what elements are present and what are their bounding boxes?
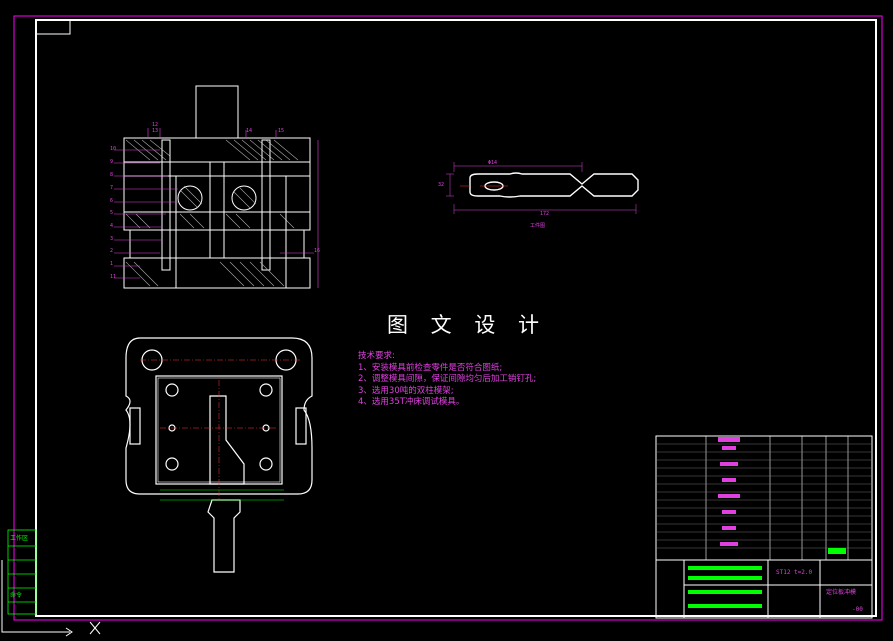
callout-8: 8: [110, 172, 114, 178]
bom-rows: [656, 443, 872, 549]
tech-requirements-title: 技术要求:: [358, 351, 395, 361]
tech-requirement-item: 1、安装模具前检查零件是否符合图纸;: [358, 362, 503, 373]
sidebar-label-command[interactable]: 命令: [10, 592, 23, 599]
outer-frame: [13, 15, 883, 621]
callout-9: 9: [110, 159, 114, 165]
part-caption: 工件图: [530, 223, 546, 229]
ucs-icon: [1, 560, 101, 637]
tech-requirement-item: 2、调整模具间隙，保证间隙均匀后加工销钉孔;: [358, 374, 537, 384]
dim-bottom: 172: [540, 211, 550, 217]
callout-leaders: [114, 128, 319, 288]
callout-12: 12: [152, 122, 159, 128]
callout-14: 14: [246, 128, 253, 134]
material-thickness: ST12 t=2.0: [776, 569, 813, 576]
callout-4: 4: [110, 223, 114, 229]
callout-3: 3: [110, 236, 114, 242]
watermark-text: 图 文 设 计: [387, 313, 548, 337]
callout-15: 15: [278, 128, 285, 134]
callout-13: 13: [152, 128, 159, 134]
left-toolbar: [7, 529, 37, 615]
sidebar-label-workspace[interactable]: 工作区: [10, 535, 29, 542]
part-drawing: [469, 172, 639, 198]
sheet-tab: [36, 20, 71, 35]
callout-2: 2: [110, 248, 114, 254]
tech-requirements: 技术要求: 1、安装模具前检查零件是否符合图纸; 2、调整模具间隙，保证间隙均匀…: [358, 351, 536, 409]
plan-centerlines: [140, 359, 300, 500]
callout-1: 1: [110, 261, 114, 267]
dim-top: Φ14: [488, 160, 498, 166]
callout-7: 7: [110, 185, 114, 191]
bom-magenta-marks: [688, 437, 846, 608]
callout-11: 11: [110, 274, 117, 280]
callout-16: 16: [314, 248, 321, 254]
callout-6: 6: [110, 198, 114, 204]
tech-requirement-item: 3、选用30吨的双柱模架;: [358, 385, 454, 396]
tech-requirement-item: 4、选用35T冲床调试模具。: [358, 397, 465, 407]
callout-5: 5: [110, 210, 114, 216]
section-view: [123, 85, 311, 289]
drawing-name: 定位板冲模: [826, 589, 857, 596]
plan-view: [125, 337, 313, 573]
dim-left: 32: [438, 182, 445, 188]
part-dimensions: [446, 162, 637, 214]
plan-dims: [160, 489, 284, 501]
title-block: [655, 435, 873, 619]
drawing-number: -00: [852, 606, 863, 613]
callout-10: 10: [110, 146, 117, 152]
